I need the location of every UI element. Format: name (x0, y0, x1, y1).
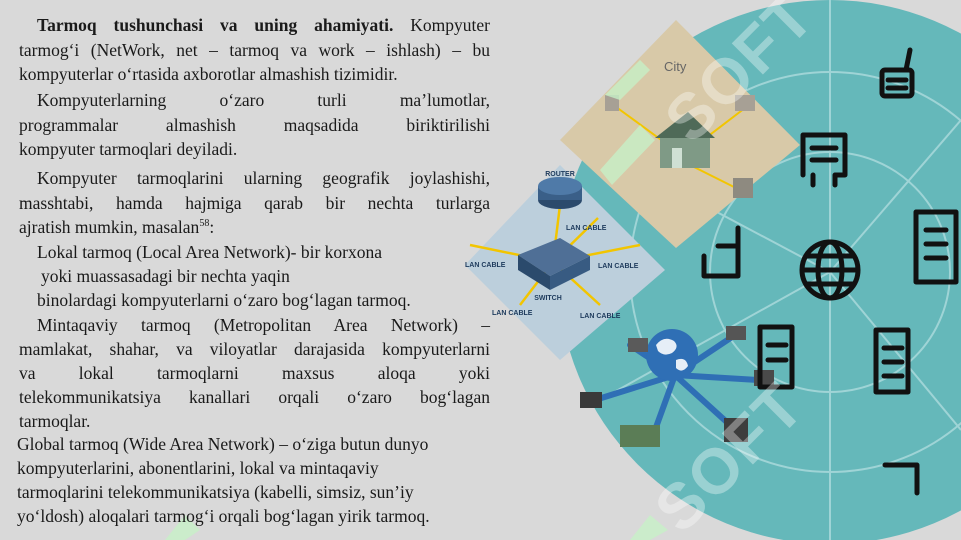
footnote-ref: 58 (199, 218, 210, 230)
city-label: City (664, 59, 687, 74)
server-icon (913, 209, 959, 285)
lan-cable-label: LAN CABLE (566, 225, 607, 232)
text-line: Global tarmoq (Wide Area Network) – o‘zi… (17, 434, 429, 454)
cell-tower-icon (879, 47, 915, 99)
paragraph-1-line-1: Tarmoq tushunchasi va uning ahamiyati. K… (37, 15, 490, 35)
text-line: telekommunikatsiya kanallari orqali o‘za… (19, 387, 490, 407)
text-line: tarmog‘i (NetWork, net – tarmoq va work … (19, 40, 490, 60)
text-line: Lokal tarmoq (Local Area Network)- bir k… (37, 242, 383, 262)
text-line: yo‘ldosh) aloqalari tarmog‘i orqali bog‘… (17, 506, 430, 526)
text-line: tarmoqlar. (19, 411, 91, 431)
lan-cable-label: LAN CABLE (492, 310, 533, 317)
switch-label: SWITCH (534, 295, 562, 302)
text-line: binolardagi kompyuterlarni o‘zaro bog‘la… (37, 290, 411, 310)
section-title: Tarmoq tushunchasi va uning ahamiyati. (37, 15, 394, 35)
globe-icon (799, 239, 861, 301)
text-line: kompyuterlarini, abonentlarini, lokal va… (17, 458, 379, 478)
text-line: masshtabi, hamda hajmiga qarab bir necht… (19, 193, 490, 213)
text-line: Kompyuterlarning o‘zaro turli ma’lumotla… (37, 90, 490, 110)
server-icon (701, 225, 741, 279)
lan-cable-label: LAN CABLE (465, 262, 506, 269)
text-line: va lokal tarmoqlarni maxsus aloqa yoki (19, 363, 490, 383)
router-icon: ROUTER (538, 171, 582, 209)
switch-icon: SWITCH (518, 238, 590, 302)
text-line: yoki muassasadagi bir nechta yaqin (41, 266, 290, 286)
text-line: programmalar almashish maqsadida birikti… (19, 115, 490, 135)
text-line: mamlakat, shahar, va viloyatlar darajasi… (19, 339, 490, 359)
text-line: Kompyuter tarmoqlarini ularning geografi… (37, 168, 490, 188)
lan-cable-label: LAN CABLE (598, 263, 639, 270)
globe-network (580, 326, 774, 447)
server-icon (882, 462, 920, 496)
text-line: tarmoqlarini telekommunikatsiya (kabelli… (17, 482, 414, 502)
lan-cable-label: LAN CABLE (580, 313, 621, 320)
city-panel (560, 20, 800, 248)
text-line: ajratish mumkin, masalan58: (19, 217, 215, 237)
text-line: kompyuter tarmoqlari deyiladi. (19, 139, 238, 159)
house-icon (655, 112, 715, 168)
server-icon (800, 132, 848, 188)
server-icon (873, 327, 911, 395)
lan-panel: ROUTER SWITCH LAN CABLE LAN CABLE LAN CA… (465, 165, 665, 360)
server-icon (757, 324, 795, 390)
text-line: kompyuterlar o‘rtasida axborotlar almash… (19, 64, 398, 84)
text-line: Mintaqaviy tarmoq (Metropolitan Area Net… (37, 315, 490, 335)
router-label: ROUTER (545, 171, 575, 178)
